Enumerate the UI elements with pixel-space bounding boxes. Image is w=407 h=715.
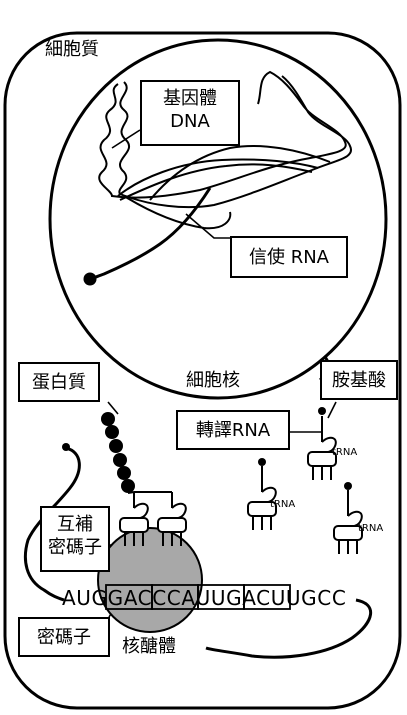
mrna-label: 信使 RNA [248, 247, 329, 268]
amino-acid-box: 胺基酸 [320, 360, 398, 400]
nucleus-label: 細胞核 [186, 370, 240, 391]
codon-label: 密碼子 [37, 627, 91, 648]
dna-strands [98, 70, 353, 230]
ribosome-label: 核醣體 [122, 636, 176, 657]
cell-membrane [3, 31, 402, 710]
mrna-box: 信使 RNA [230, 236, 348, 278]
anticodon-label-line2: 密碼子 [48, 536, 102, 558]
dna-label: DNA [170, 110, 210, 132]
chromosome-dna-box: 基因體 DNA [140, 80, 240, 146]
trna-label-1: tRNA [332, 447, 358, 458]
trna-label-2: tRNA [270, 499, 296, 510]
protein-chain [101, 412, 135, 493]
protein-label: 蛋白質 [32, 372, 86, 393]
mrna-cap [83, 272, 97, 286]
amino-acid-connectors [127, 491, 173, 500]
amino-acid-label: 胺基酸 [332, 370, 386, 391]
mrna-strand [89, 187, 212, 281]
trna-symbols [119, 416, 363, 554]
cytoplasm-label: 細胞質 [45, 39, 99, 60]
anticodon-box: 互補 密碼子 [40, 506, 110, 572]
translation-rna-box: 轉譯RNA [176, 410, 290, 450]
anticodon-label-line1: 互補 [57, 514, 93, 535]
codon-boxes [105, 584, 291, 610]
translation-rna-label: 轉譯RNA [195, 420, 271, 441]
chromosome-label: 基因體 [163, 88, 217, 109]
protein-box: 蛋白質 [18, 362, 100, 402]
mrna-sequence: AUGGACCCAUUGACUUGCC [62, 586, 347, 610]
trna-top-beads [258, 407, 352, 490]
ribosome [97, 527, 203, 633]
codon-box: 密碼子 [18, 617, 110, 657]
nucleus-envelope [48, 38, 388, 400]
trna-label-3: tRNA [358, 523, 384, 534]
